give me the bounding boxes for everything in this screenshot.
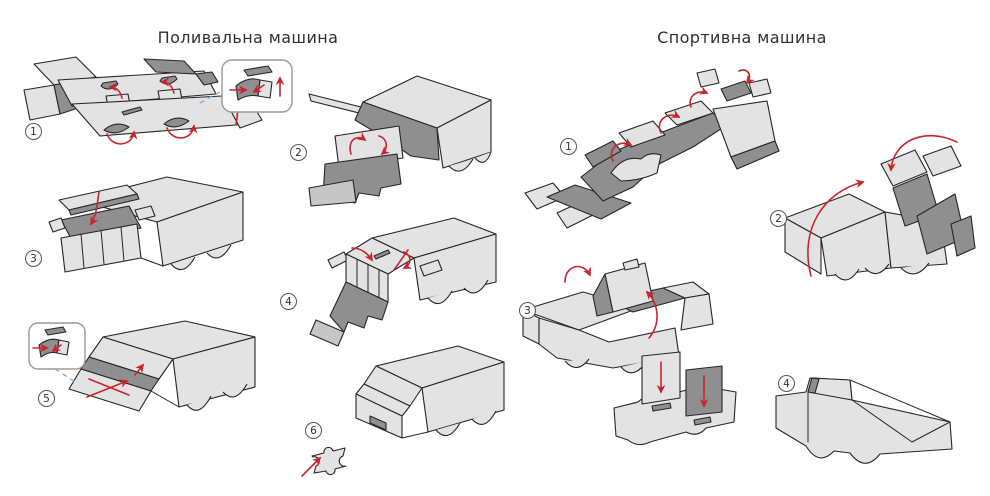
watering-truck-step-3-number: 3 — [25, 250, 42, 267]
car-body — [784, 145, 976, 281]
fold-arrows — [90, 191, 100, 226]
watering-truck-step-6-number: 6 — [305, 422, 322, 439]
sports-car-step-1-number: 1 — [560, 138, 577, 155]
fold-arrows — [656, 361, 709, 408]
car-body — [522, 258, 714, 374]
truck-body — [308, 75, 492, 207]
watering-truck-step-4-number: 4 — [280, 293, 297, 310]
car-body — [775, 377, 953, 464]
fold-arrows — [610, 69, 755, 162]
insert-base — [613, 351, 737, 446]
unfolded-base — [524, 68, 780, 229]
watering-truck-step-4-illustration — [280, 208, 500, 348]
watering-truck-step-2-number: 2 — [290, 144, 307, 161]
truck-body — [309, 217, 497, 347]
sports-car-step-4-illustration — [762, 352, 990, 487]
sports-car-step-2-number: 2 — [770, 210, 787, 227]
guide-dashed-line — [197, 91, 221, 105]
fold-arrows — [564, 265, 658, 339]
watering-truck-step-6-illustration — [290, 338, 505, 488]
detail-inset — [28, 322, 86, 384]
fold-arrows — [807, 134, 958, 277]
unfolded-base — [23, 56, 263, 137]
watering-truck-title: Поливальна машина — [157, 28, 339, 47]
sports-car-step-3-number: 3 — [519, 302, 536, 319]
truck-body — [48, 176, 244, 273]
watering-truck-step-1-number: 1 — [25, 123, 42, 140]
watering-truck-step-2-illustration — [293, 62, 498, 207]
watering-truck-step-5-illustration — [15, 315, 265, 445]
guide-dashed-line — [54, 368, 78, 384]
watering-truck-step-1-illustration — [8, 52, 298, 167]
sports-car-step-1-illustration — [515, 55, 780, 240]
truck-body — [68, 320, 256, 412]
sports-car-title: Спортивна машина — [657, 28, 827, 47]
sports-car-step-3-insert — [608, 348, 743, 453]
detail-inset — [197, 59, 293, 113]
sports-car-step-2-illustration — [765, 128, 990, 303]
truck-body — [355, 345, 505, 439]
watering-truck-step-3-illustration — [15, 172, 245, 294]
fold-arrows — [86, 363, 145, 398]
fold-arrows — [301, 456, 322, 477]
sports-car-step-4-number: 4 — [778, 375, 795, 392]
sports-car-step-3-illustration — [513, 252, 738, 387]
fold-arrows — [351, 247, 413, 271]
watering-truck-step-5-number: 5 — [38, 390, 55, 407]
fold-arrows — [349, 132, 391, 156]
